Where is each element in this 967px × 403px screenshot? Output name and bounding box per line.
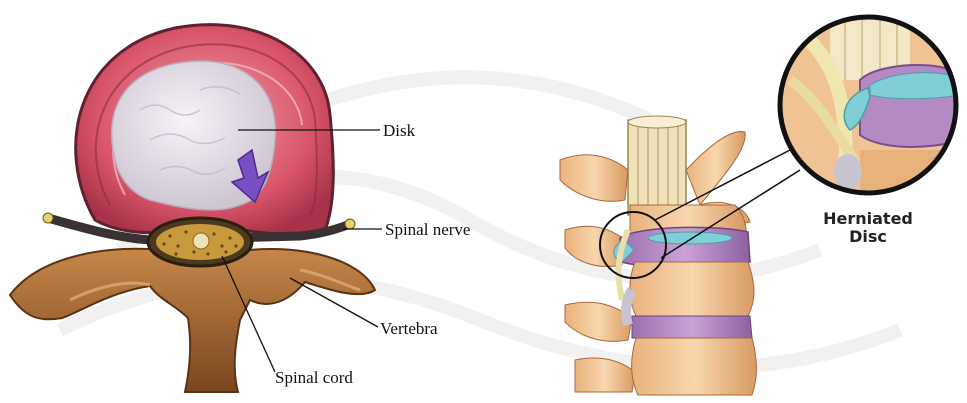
middle-vertebral-body (630, 262, 754, 316)
spinal-cord-column (628, 120, 686, 215)
label-herniated-line2: Disc (808, 228, 928, 246)
label-vertebra: Vertebra (380, 320, 438, 337)
label-disk: Disk (383, 122, 415, 139)
zoom-inset (780, 10, 960, 200)
disc-nucleus (648, 232, 732, 244)
label-herniated-line1: Herniated (808, 210, 928, 228)
label-spinal-nerve: Spinal nerve (385, 221, 470, 238)
label-spinal-cord: Spinal cord (275, 369, 353, 386)
label-herniated-disc: Herniated Disc (808, 210, 928, 246)
lower-vertebral-body (632, 338, 757, 395)
vertebra-cross-section (10, 25, 375, 392)
